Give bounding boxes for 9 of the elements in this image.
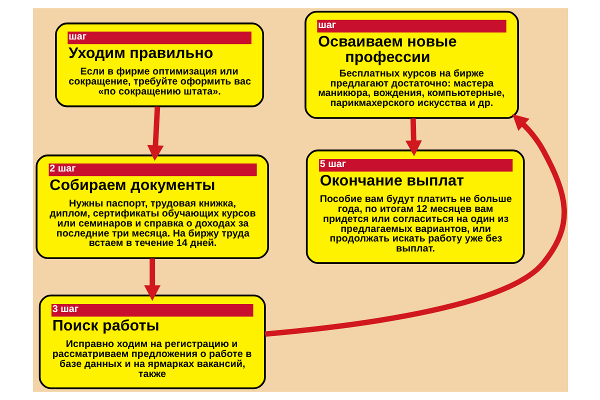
node-box: 3 шаг Поиск работы Исправно ходим на регистрацию и рассматриваем предложения о работе в базе данных и на ярмарках вакансий, также bbox=[38, 294, 266, 390]
arrow bbox=[144, 258, 160, 301]
node-box: шаг Осваиваем новые профессии Бесплатных курсов на бирже предлагают достаточно: мастера маникюра, вождения, компьютерные, парикмахерского искусства и др. bbox=[304, 10, 518, 119]
arrow bbox=[264, 114, 566, 337]
node-box: шаг Уходим правильно Если в фирме оптимизация или сокращение, требуйте оформить вас «по сокращению штата». bbox=[54, 22, 264, 108]
arrow bbox=[404, 118, 422, 156]
node-box: 2 шаг Собираем документы Нужны паспорт, трудовая книжка, диплом, сертификаты обучающих курсов или семинаров и справка о доходах за последние три месяца. На биржу труда встаем в течение 14 дней. bbox=[35, 154, 268, 259]
arrow bbox=[146, 106, 164, 162]
node-box: 5 шаг Окончание выплат Пособие вам будут платить не больше года, по итогам 12 месяцев вам придется или согласиться на один из предлагаемых вариантов, или продолжать искать работу уже без выплат. bbox=[305, 150, 524, 264]
